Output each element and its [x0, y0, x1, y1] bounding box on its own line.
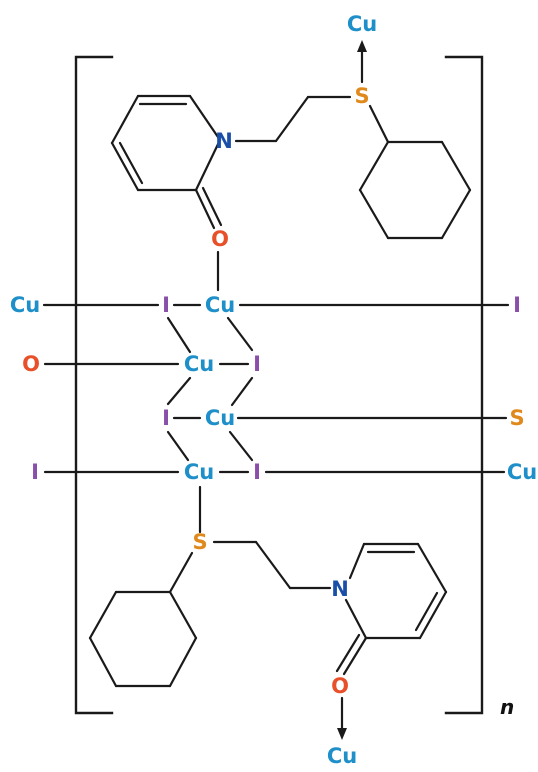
atom-o-top: O	[211, 227, 229, 251]
atom-i-right-ext: I	[513, 293, 521, 317]
atom-s-bottom: S	[192, 530, 207, 554]
atom-i-3: I	[162, 406, 170, 430]
atom-cu-right-ext: Cu	[507, 460, 537, 484]
atom-i-4: I	[253, 460, 261, 484]
right-bracket	[444, 55, 484, 715]
atom-cu-bottom-ext: Cu	[327, 744, 357, 768]
polymer-brackets	[74, 55, 484, 715]
atom-s-top: S	[354, 84, 369, 108]
atom-labels: Cu S N O Cu I Cu I O Cu I I Cu S I Cu I …	[10, 12, 537, 768]
atom-o-bottom: O	[331, 674, 349, 698]
atom-cu-2: Cu	[184, 352, 214, 376]
bonds	[42, 40, 510, 740]
atom-i-2: I	[253, 352, 261, 376]
atom-cu-top-ext: Cu	[347, 12, 377, 36]
left-bracket	[74, 55, 114, 715]
atom-cu-4: Cu	[184, 460, 214, 484]
atom-cu-left-ext: Cu	[10, 293, 40, 317]
atom-o-left-ext: O	[22, 352, 40, 376]
atom-n-bottom: N	[331, 577, 349, 601]
atom-cu-3: Cu	[205, 406, 235, 430]
atom-n-top: N	[215, 129, 233, 153]
repeat-unit-subscript: n	[500, 695, 514, 719]
atom-cu-1: Cu	[205, 293, 235, 317]
atom-i-left-ext: I	[31, 460, 39, 484]
atom-s-right-ext: S	[509, 406, 524, 430]
atom-i-1: I	[162, 293, 170, 317]
